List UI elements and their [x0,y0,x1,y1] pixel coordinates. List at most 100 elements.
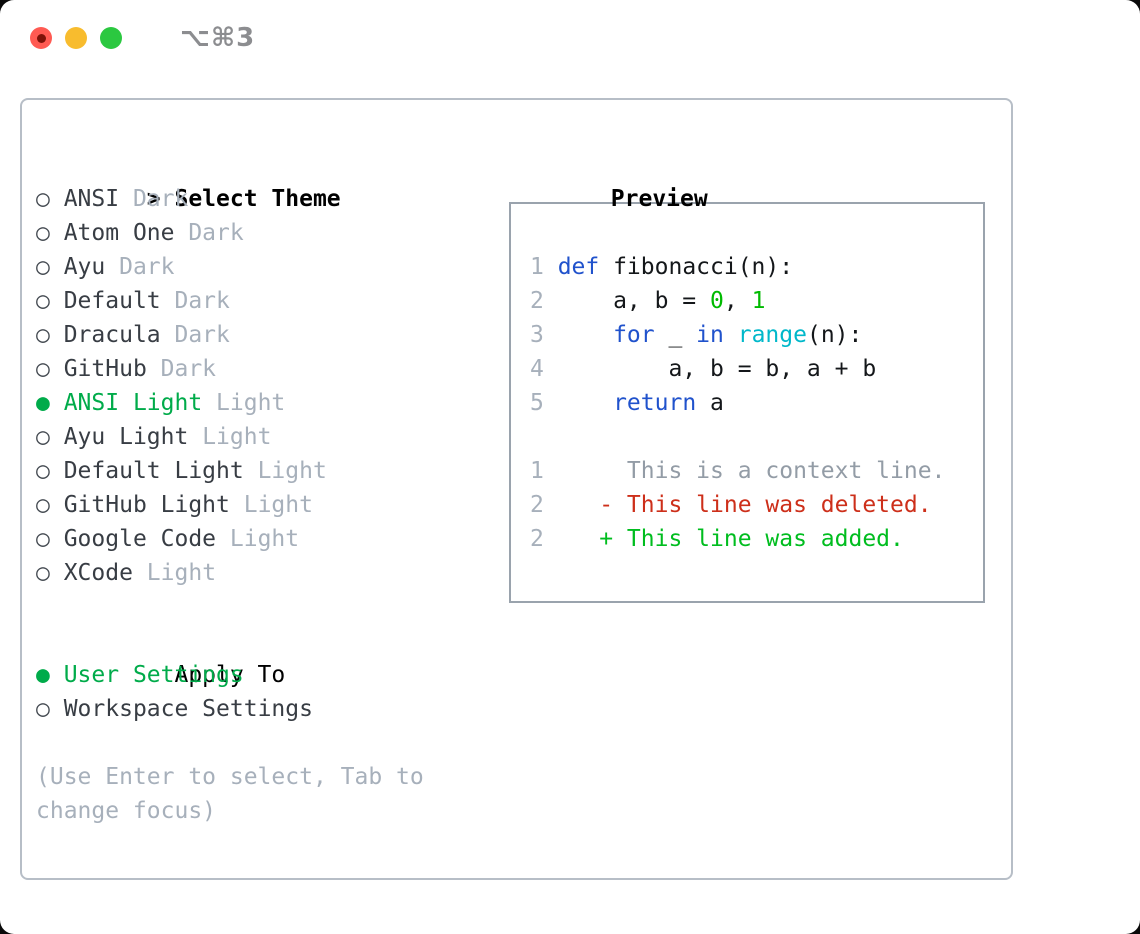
code-token: a, b = [557,288,711,314]
theme-variant-label: Light [216,526,300,552]
line-number: 1 [530,254,544,280]
code-token: in [696,322,724,348]
theme-variant-label: Dark [160,288,230,314]
code-line: 2 + This line was added. [530,522,983,556]
theme-variant-label: Light [188,424,272,450]
theme-name: Default Light [49,458,244,484]
code-token: for [613,322,655,348]
code-line [530,420,983,454]
help-text-line: change focus) [36,798,217,824]
theme-option-github[interactable]: ○ GitHub Dark [36,352,500,386]
code-token: return [613,390,697,416]
code-line: 4 a, b = b, a + b [530,352,983,386]
zoom-button[interactable] [100,27,122,49]
line-number: 2 [530,288,544,314]
spacer-row [36,590,500,624]
radio-icon: ○ [36,560,50,586]
code-line: 1 This is a context line. [530,454,983,488]
radio-icon: ○ [36,186,50,212]
theme-option-github-light[interactable]: ○ GitHub Light Light [36,488,500,522]
radio-icon: ○ [36,356,50,382]
line-number: 2 [530,526,544,552]
code-token: _ [654,322,697,348]
cursor-indicator: > [146,186,161,212]
theme-variant-label: Light [243,458,327,484]
help-text-line: (Use Enter to select, Tab to [36,764,424,790]
code-token: a, b = b, a + b [557,356,877,382]
line-number: 4 [530,356,544,382]
help-text: (Use Enter to select, Tab to change focus… [36,760,500,828]
main-panel: >Select Theme ○ ANSI Dark○ Atom One Dark… [20,98,1013,880]
window-title: ⌥⌘3 [180,23,256,53]
apply-to-header-row: Apply To [36,624,500,688]
code-token [558,322,613,348]
theme-option-default[interactable]: ○ Default Dark [36,284,500,318]
radio-icon: ○ [36,526,50,552]
line-number: 5 [530,390,544,416]
theme-name: Ayu Light [49,424,189,450]
spacer-row [36,726,500,760]
apply-option-user-settings[interactable]: ● User Settings [36,658,500,692]
radio-icon: ○ [36,288,50,314]
theme-name: Ayu [49,254,106,280]
close-dot-icon [36,33,46,43]
theme-option-ayu[interactable]: ○ Ayu Dark [36,250,500,284]
radio-icon: ○ [36,492,50,518]
apply-option-workspace-settings[interactable]: ○ Workspace Settings [36,692,500,726]
theme-list: ○ ANSI Dark○ Atom One Dark○ Ayu Dark○ De… [36,182,500,590]
apply-to-title: Apply To [174,662,286,688]
radio-icon: ○ [36,254,50,280]
theme-selector-column: >Select Theme ○ ANSI Dark○ Atom One Dark… [36,148,500,878]
theme-option-dracula[interactable]: ○ Dracula Dark [36,318,500,352]
theme-option-ansi-light[interactable]: ● ANSI Light Light [36,386,500,420]
radio-icon: ○ [36,322,50,348]
radio-icon: ○ [36,696,50,722]
radio-icon: ○ [36,424,50,450]
line-number: 2 [530,492,544,518]
code-line: 2 - This line was deleted. [530,488,983,522]
theme-variant-label: Light [229,492,313,518]
code-token: (n): [806,322,863,348]
theme-name: Atom One [49,220,175,246]
theme-variant-label: Dark [105,254,175,280]
code-token: , [723,288,752,314]
radio-selected-icon: ● [36,390,50,416]
theme-option-default-light[interactable]: ○ Default Light Light [36,454,500,488]
theme-option-xcode[interactable]: ○ XCode Light [36,556,500,590]
theme-option-google-code[interactable]: ○ Google Code Light [36,522,500,556]
radio-selected-icon: ● [36,662,50,688]
code-line: 2 a, b = 0, 1 [530,284,983,318]
apply-option-label: Workspace Settings [49,696,313,722]
theme-list-header-row: >Select Theme [36,148,500,212]
theme-variant-label: Dark [160,322,230,348]
code-token: 1 [751,288,766,314]
theme-variant-label: Light [202,390,286,416]
code-token: This is a context line. [557,458,946,484]
theme-name: Dracula [49,322,161,348]
code-token: range [737,322,807,348]
theme-option-atom-one[interactable]: ○ Atom One Dark [36,216,500,250]
theme-variant-label: Dark [119,186,189,212]
minimize-button[interactable] [65,27,87,49]
code-token: a [696,390,724,416]
theme-variant-label: Light [132,560,217,586]
theme-option-ansi[interactable]: ○ ANSI Dark [36,182,500,216]
close-button[interactable] [30,27,52,49]
code-token: + This line was added. [557,526,904,552]
apply-to-list: ● User Settings○ Workspace Settings [36,658,500,726]
theme-name: ANSI [49,186,120,212]
theme-name: ANSI Light [49,390,203,416]
theme-name: GitHub [49,356,147,382]
line-number: 3 [530,322,544,348]
code-token [724,322,738,348]
radio-icon: ○ [36,220,50,246]
theme-option-ayu-light[interactable]: ○ Ayu Light Light [36,420,500,454]
code-token: fibonacci(n): [599,254,794,280]
theme-variant-label: Dark [146,356,217,382]
code-line: 5 return a [530,386,983,420]
theme-name: XCode [49,560,133,586]
apply-option-label: User Settings [49,662,244,688]
